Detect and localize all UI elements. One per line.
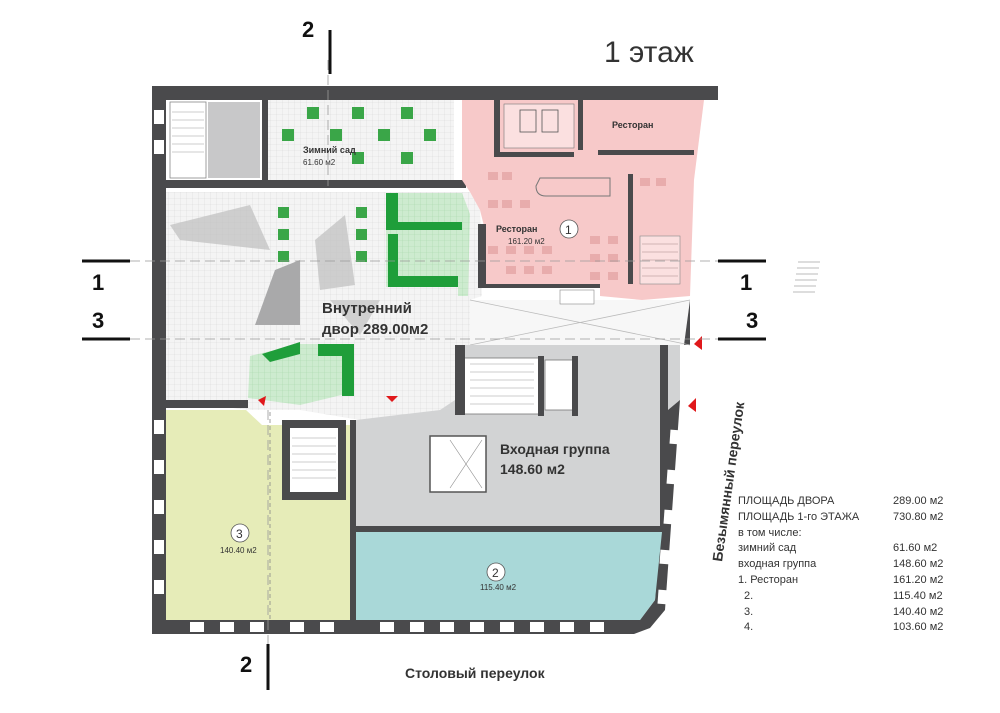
legend-value: 730.80 м2 <box>893 510 944 523</box>
room-2-area <box>356 532 662 620</box>
entry-stair-core <box>461 357 541 415</box>
window-openings <box>154 110 717 632</box>
restaurant-tables <box>488 172 666 280</box>
room-3-number: 3 <box>236 527 243 541</box>
courtyard-name-2: двор 289.00м2 <box>322 321 428 338</box>
courtyard-plants <box>278 207 367 262</box>
floor-title: 1 этаж <box>604 36 694 69</box>
entry-service-room <box>544 359 576 411</box>
legend-value: 140.40 м2 <box>893 605 944 618</box>
room-3-number-circle <box>230 523 250 543</box>
legend-label: в том числе: <box>738 526 802 539</box>
courtyard-shadow-3 <box>315 215 355 290</box>
entrance-markers <box>258 336 702 412</box>
legend-row: в том числе: <box>738 526 963 542</box>
stair-lines-top-left <box>172 111 204 153</box>
restaurant-main-area: 161.20 м2 <box>508 237 545 246</box>
legend-value: 148.60 м2 <box>893 558 944 571</box>
legend-row: 3. 140.40 м2 <box>738 605 963 621</box>
legend-label: ПЛОЩАДЬ ДВОРА <box>738 495 835 507</box>
legend-row: ПЛОЩАДЬ 1-го ЭТАЖА 730.80 м2 <box>738 510 963 526</box>
legend-value: 61.60 м2 <box>893 542 938 555</box>
section-lines <box>130 60 760 650</box>
section-2-top: 2 <box>302 17 314 42</box>
legend-value: 161.20 м2 <box>893 573 944 586</box>
winter-garden-area: 61.60 м2 <box>303 158 336 167</box>
entry-elevator <box>429 435 487 493</box>
winter-garden-wall <box>262 100 268 186</box>
street-bottom: Столовый переулок <box>405 665 546 681</box>
legend-label: входная группа <box>738 558 817 571</box>
winter-garden-name: Зимний сад <box>303 145 356 155</box>
restaurant-number: 1 <box>565 223 572 237</box>
room-2-number-circle <box>486 562 506 582</box>
section-3-left: 3 <box>92 308 104 333</box>
section-1-left: 1 <box>92 270 104 295</box>
legend-label: зимний сад <box>738 542 797 555</box>
legend-value: 289.00 м2 <box>893 495 944 507</box>
legend-label: 1. Ресторан <box>738 573 799 586</box>
courtyard-shadow-2 <box>255 260 300 325</box>
section-2-bottom: 2 <box>240 652 252 677</box>
restaurant-walls <box>478 100 694 288</box>
room-3-wall-right <box>350 420 356 620</box>
passage-stair <box>559 289 595 305</box>
service-room-top-left <box>208 102 260 178</box>
entry-group-area-label: 148.60 м2 <box>500 461 565 477</box>
courtyard-green-bed-2-border <box>262 342 354 396</box>
room-2-area: 115.40 м2 <box>480 583 517 592</box>
room-2-number: 2 <box>492 566 499 580</box>
section-markers <box>82 30 766 690</box>
legend-value: 115.40 м2 <box>893 589 943 602</box>
legend-row: 4. 103.60 м2 <box>738 620 963 636</box>
passage-line-2 <box>469 299 691 346</box>
stair-center-steps <box>292 437 336 479</box>
legend-label: ПЛОЩАДЬ 1-го ЭТАЖА <box>738 510 860 523</box>
entry-elevator-x2 <box>449 439 483 489</box>
legend-row: 1. Ресторан 161.20 м2 <box>738 573 963 589</box>
section-1-right: 1 <box>740 270 752 295</box>
legend-label: 3. <box>744 605 754 618</box>
legend-label: 2. <box>744 589 754 602</box>
legend-row: зимний сад 61.60 м2 <box>738 541 963 557</box>
restaurant-toilets <box>503 103 575 149</box>
stair-block-top-left <box>169 101 207 179</box>
restaurant-bar-counter <box>535 177 611 197</box>
courtyard-shadow-4 <box>330 300 380 335</box>
restaurant-top-name: Ресторан <box>612 120 653 130</box>
entry-walls <box>350 345 668 532</box>
courtyard-name: Внутренний <box>322 300 412 317</box>
legend-value: 103.60 м2 <box>893 621 944 634</box>
room-3-area: 140.40 м2 <box>220 546 257 555</box>
legend-value <box>893 526 963 542</box>
winter-garden-wall-bottom <box>166 180 466 188</box>
outside-stair-right <box>793 261 820 293</box>
legend-row: ПЛОЩАДЬ ДВОРА 289.00 м2 <box>738 494 963 510</box>
legend-row: входная группа 148.60 м2 <box>738 557 963 573</box>
entry-group-name: Входная группа <box>500 441 610 457</box>
stair-block-center-inner <box>290 428 338 492</box>
area-legend: ПЛОЩАДЬ ДВОРА 289.00 м2 ПЛОЩАДЬ 1-го ЭТАЖА… <box>738 494 963 636</box>
room-3-wall-top <box>166 400 248 408</box>
winter-garden-plants <box>282 107 436 164</box>
courtyard-green-bed-1-border <box>386 193 462 287</box>
restaurant-toilet-stalls <box>519 109 559 133</box>
legend-row: 2. 115.40 м2 <box>738 589 963 605</box>
entry-stair-steps <box>470 363 534 405</box>
courtyard-green-bed-1 <box>386 193 470 296</box>
legend-label: 4. <box>744 621 754 634</box>
courtyard-shadow-1 <box>170 205 270 250</box>
restaurant-number-circle <box>559 219 579 239</box>
restaurant-stair-steps <box>642 243 678 277</box>
section-3-right: 3 <box>746 308 758 333</box>
restaurant-main-name: Ресторан <box>496 224 537 234</box>
